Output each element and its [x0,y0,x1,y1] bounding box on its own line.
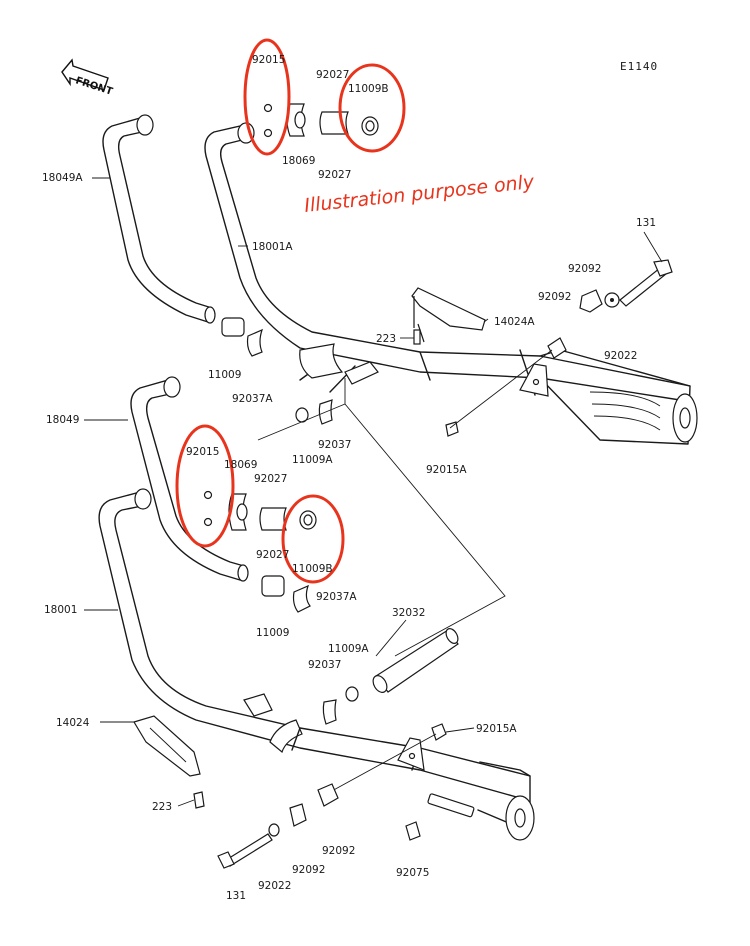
label-92015: 92015 [252,54,285,66]
assembly-guide-lines [257,378,506,657]
label-92015: 92015 [186,446,219,458]
highlight-92015-mid [175,424,235,548]
label-92037a: 92037A [316,591,357,603]
header-pipe-18049a [102,114,216,324]
highlight-11009b-top [338,63,406,153]
label-11009b: 11009B [292,563,333,575]
highlight-circles [175,38,406,584]
label-92037: 92037 [308,659,341,671]
highlight-92015-top [243,38,291,156]
label-18049a: 18049A [42,172,83,184]
label-18069: 18069 [224,459,257,471]
diagram-code: E1140 [620,60,658,73]
label-14024a: 14024A [494,316,535,328]
label-92027: 92027 [316,69,349,81]
label-11009a: 11009A [292,454,333,466]
header-muffler-18001 [98,488,535,841]
label-92015a: 92015A [426,464,467,476]
label-92075: 92075 [396,867,429,879]
label-92015a: 92015A [476,723,517,735]
label-92037: 92037 [318,439,351,451]
label-92022: 92022 [604,350,637,362]
label-92092: 92092 [292,864,325,876]
label-131: 131 [226,890,246,902]
label-18001a: 18001A [252,241,293,253]
front-arrow-icon: FRONT [61,58,114,98]
label-92092: 92092 [538,291,571,303]
top-hardware [221,103,673,437]
bottom-hardware [133,490,459,869]
label-131: 131 [636,217,656,229]
label-92027: 92027 [256,549,289,561]
label-14024: 14024 [56,717,90,729]
label-18069: 18069 [282,155,315,167]
header-muffler-18001a [204,122,698,445]
label-92022: 92022 [258,880,291,892]
label-92027: 92027 [254,473,287,485]
part-labels: 92015 92027 11009B 18069 92027 18049A 18… [42,54,656,902]
label-223: 223 [376,333,396,345]
label-18001: 18001 [44,604,77,616]
label-223: 223 [152,801,172,813]
header-pipe-18049 [130,376,249,582]
label-92037a: 92037A [232,393,273,405]
label-11009b: 11009B [348,83,389,95]
label-32032: 32032 [392,607,425,619]
highlight-11009b-mid [281,494,345,584]
label-92092: 92092 [322,845,355,857]
leader-lines [84,177,663,807]
label-11009: 11009 [256,627,289,639]
label-92092: 92092 [568,263,601,275]
label-92027: 92027 [318,169,351,181]
label-18049: 18049 [46,414,79,426]
label-11009: 11009 [208,369,241,381]
label-11009a: 11009A [328,643,369,655]
